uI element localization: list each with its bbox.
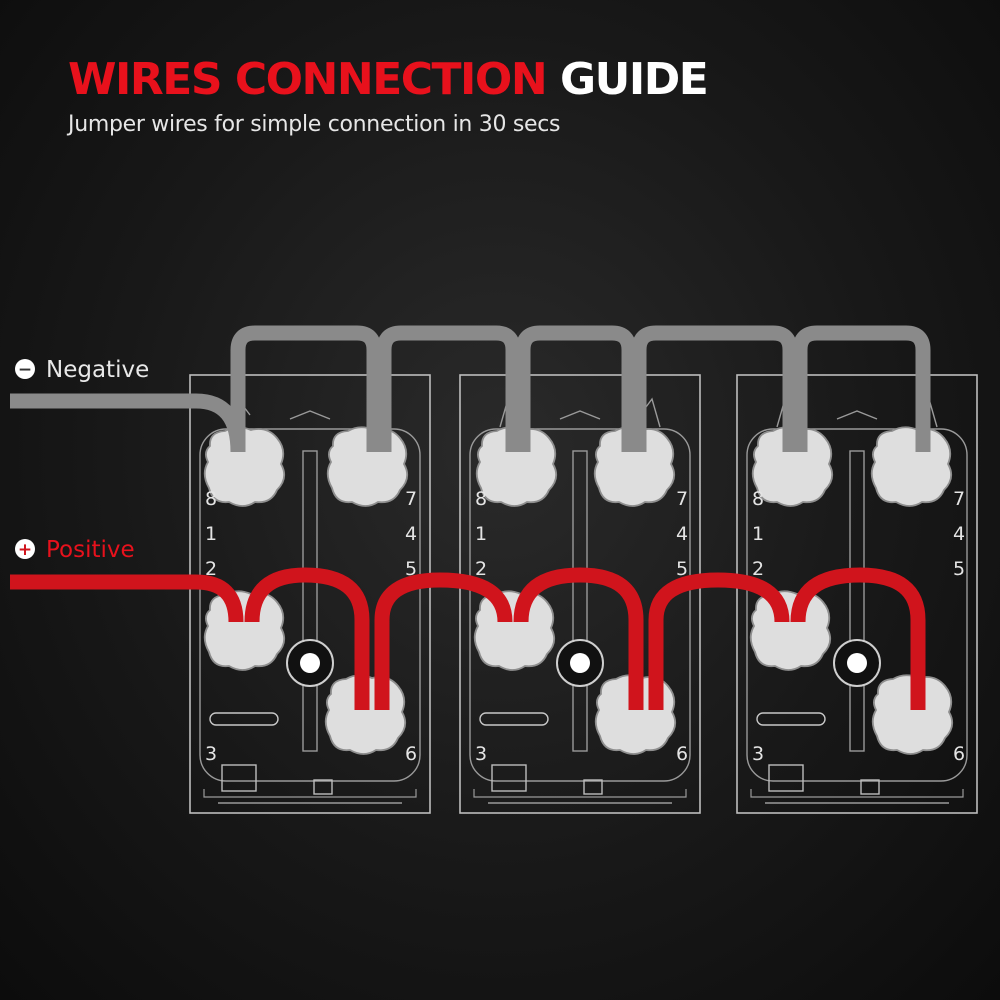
pin-label: 4 bbox=[405, 523, 417, 545]
pin-label: 5 bbox=[953, 558, 965, 580]
pin-label: 4 bbox=[953, 523, 965, 545]
pin-label: 4 bbox=[676, 523, 688, 545]
pin-label: 2 bbox=[205, 558, 217, 580]
positive-wires bbox=[10, 567, 926, 710]
positive-jumper-3 bbox=[513, 567, 644, 710]
positive-jumper-5 bbox=[790, 567, 926, 710]
negative-jumper-3 bbox=[515, 325, 637, 452]
negative-jumper-4 bbox=[631, 325, 798, 452]
pin-label: 5 bbox=[405, 558, 417, 580]
terminal-2 bbox=[203, 590, 286, 671]
switch-2-pin-labels: 8 1 2 3 7 4 5 6 bbox=[475, 488, 688, 765]
pin-label: 2 bbox=[475, 558, 487, 580]
title-rest: GUIDE bbox=[559, 54, 709, 105]
terminal-2 bbox=[749, 590, 832, 671]
pin-label: 8 bbox=[475, 488, 487, 510]
page-title: WIRES CONNECTION GUIDE bbox=[68, 52, 709, 108]
switch-2-terminals bbox=[473, 426, 677, 755]
positive-jumper-2 bbox=[374, 572, 513, 710]
negative-lead-wire bbox=[10, 393, 246, 453]
negative-wires bbox=[10, 325, 931, 453]
pin-label: 8 bbox=[205, 488, 217, 510]
pin-label: 1 bbox=[475, 523, 487, 545]
negative-jumper-2 bbox=[376, 325, 521, 452]
pin-label: 6 bbox=[405, 743, 417, 765]
pin-label: 5 bbox=[676, 558, 688, 580]
terminal-7 bbox=[870, 426, 953, 507]
switch-1-pin-labels: 8 1 2 3 7 4 5 6 bbox=[205, 488, 417, 765]
positive-lead-wire bbox=[10, 574, 244, 623]
positive-legend: + Positive bbox=[15, 537, 135, 563]
pin-label: 3 bbox=[205, 743, 217, 765]
terminal-2 bbox=[473, 590, 556, 671]
minus-symbol: − bbox=[18, 360, 32, 380]
title-highlight: WIRES CONNECTION bbox=[68, 54, 548, 105]
pin-label: 3 bbox=[752, 743, 764, 765]
negative-jumper-1 bbox=[230, 325, 382, 452]
positive-label: Positive bbox=[46, 537, 135, 563]
minus-circle-icon bbox=[15, 359, 35, 379]
pin-label: 2 bbox=[752, 558, 764, 580]
pin-label: 6 bbox=[953, 743, 965, 765]
page-subtitle: Jumper wires for simple connection in 30… bbox=[68, 112, 561, 137]
pin-label: 7 bbox=[676, 488, 688, 510]
positive-jumper-1 bbox=[244, 567, 370, 710]
positive-jumper-4 bbox=[648, 572, 790, 710]
plus-symbol: + bbox=[18, 540, 32, 560]
negative-label: Negative bbox=[46, 357, 149, 383]
pin-label: 1 bbox=[205, 523, 217, 545]
pin-label: 3 bbox=[475, 743, 487, 765]
pin-label: 8 bbox=[752, 488, 764, 510]
pin-label: 7 bbox=[405, 488, 417, 510]
switch-3-pin-labels: 8 1 2 3 7 4 5 6 bbox=[752, 488, 965, 765]
negative-jumper-5 bbox=[792, 325, 931, 452]
negative-legend: − Negative bbox=[15, 357, 149, 383]
pin-label: 1 bbox=[752, 523, 764, 545]
pin-label: 7 bbox=[953, 488, 965, 510]
plus-circle-icon bbox=[15, 539, 35, 559]
pin-label: 6 bbox=[676, 743, 688, 765]
